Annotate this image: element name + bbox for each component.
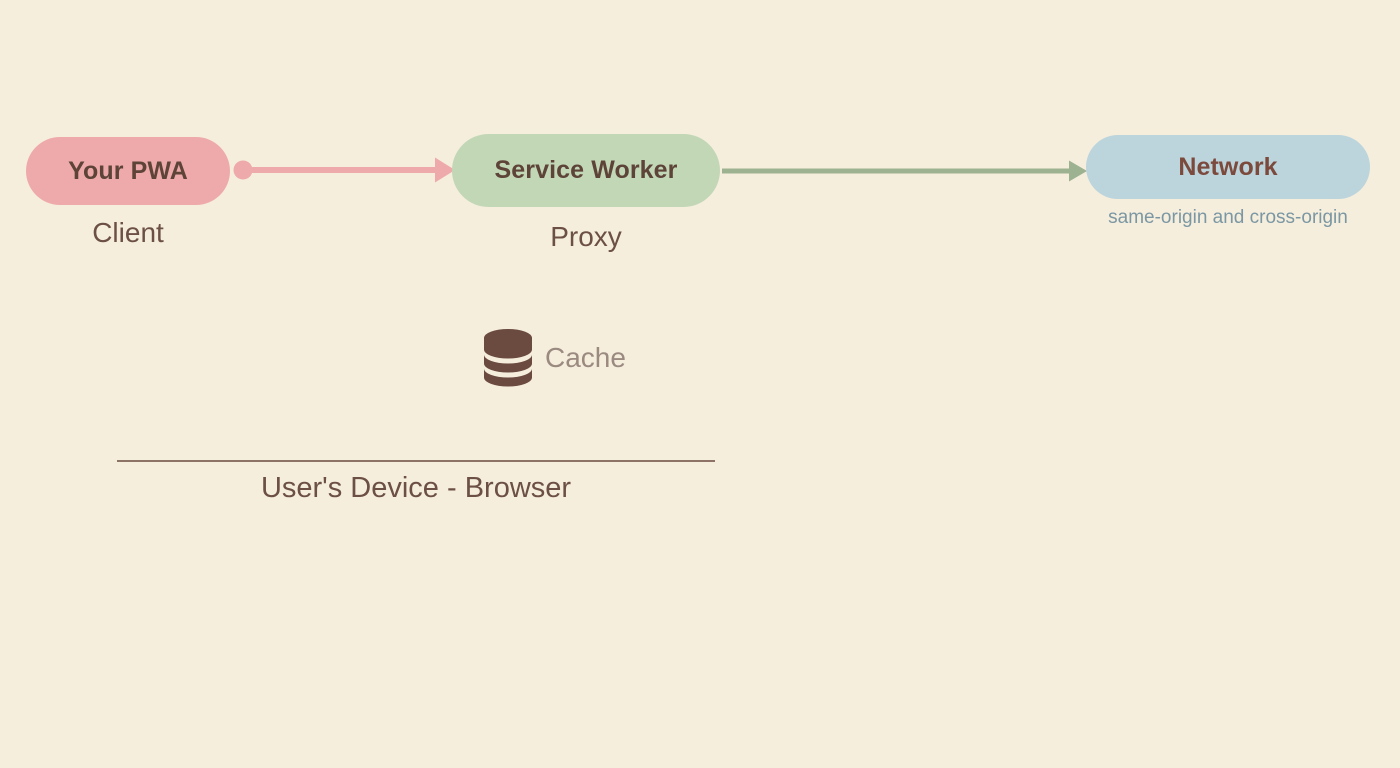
node-network[interactable]: Network xyxy=(1086,135,1370,199)
node-service-worker[interactable]: Service Worker xyxy=(452,134,720,207)
device-boundary-label: User's Device - Browser xyxy=(260,472,572,504)
node-network-label: Network xyxy=(1178,152,1278,181)
cache-label: Cache xyxy=(545,342,626,373)
arrowhead-icon xyxy=(435,157,455,183)
node-your-pwa-caption: Client xyxy=(92,217,164,248)
node-your-pwa-label: Your PWA xyxy=(68,156,188,185)
node-your-pwa[interactable]: Your PWA xyxy=(26,137,230,205)
arrowhead-icon xyxy=(1069,160,1087,182)
cache-store[interactable]: Cache xyxy=(484,328,626,388)
device-boundary-divider xyxy=(117,460,715,462)
database-cylinder-icon xyxy=(484,329,532,387)
connector-start-dot-icon xyxy=(233,160,253,180)
node-service-worker-caption: Proxy xyxy=(550,221,622,252)
node-service-worker-label: Service Worker xyxy=(494,156,678,184)
node-network-caption: same-origin and cross-origin xyxy=(1108,207,1348,228)
